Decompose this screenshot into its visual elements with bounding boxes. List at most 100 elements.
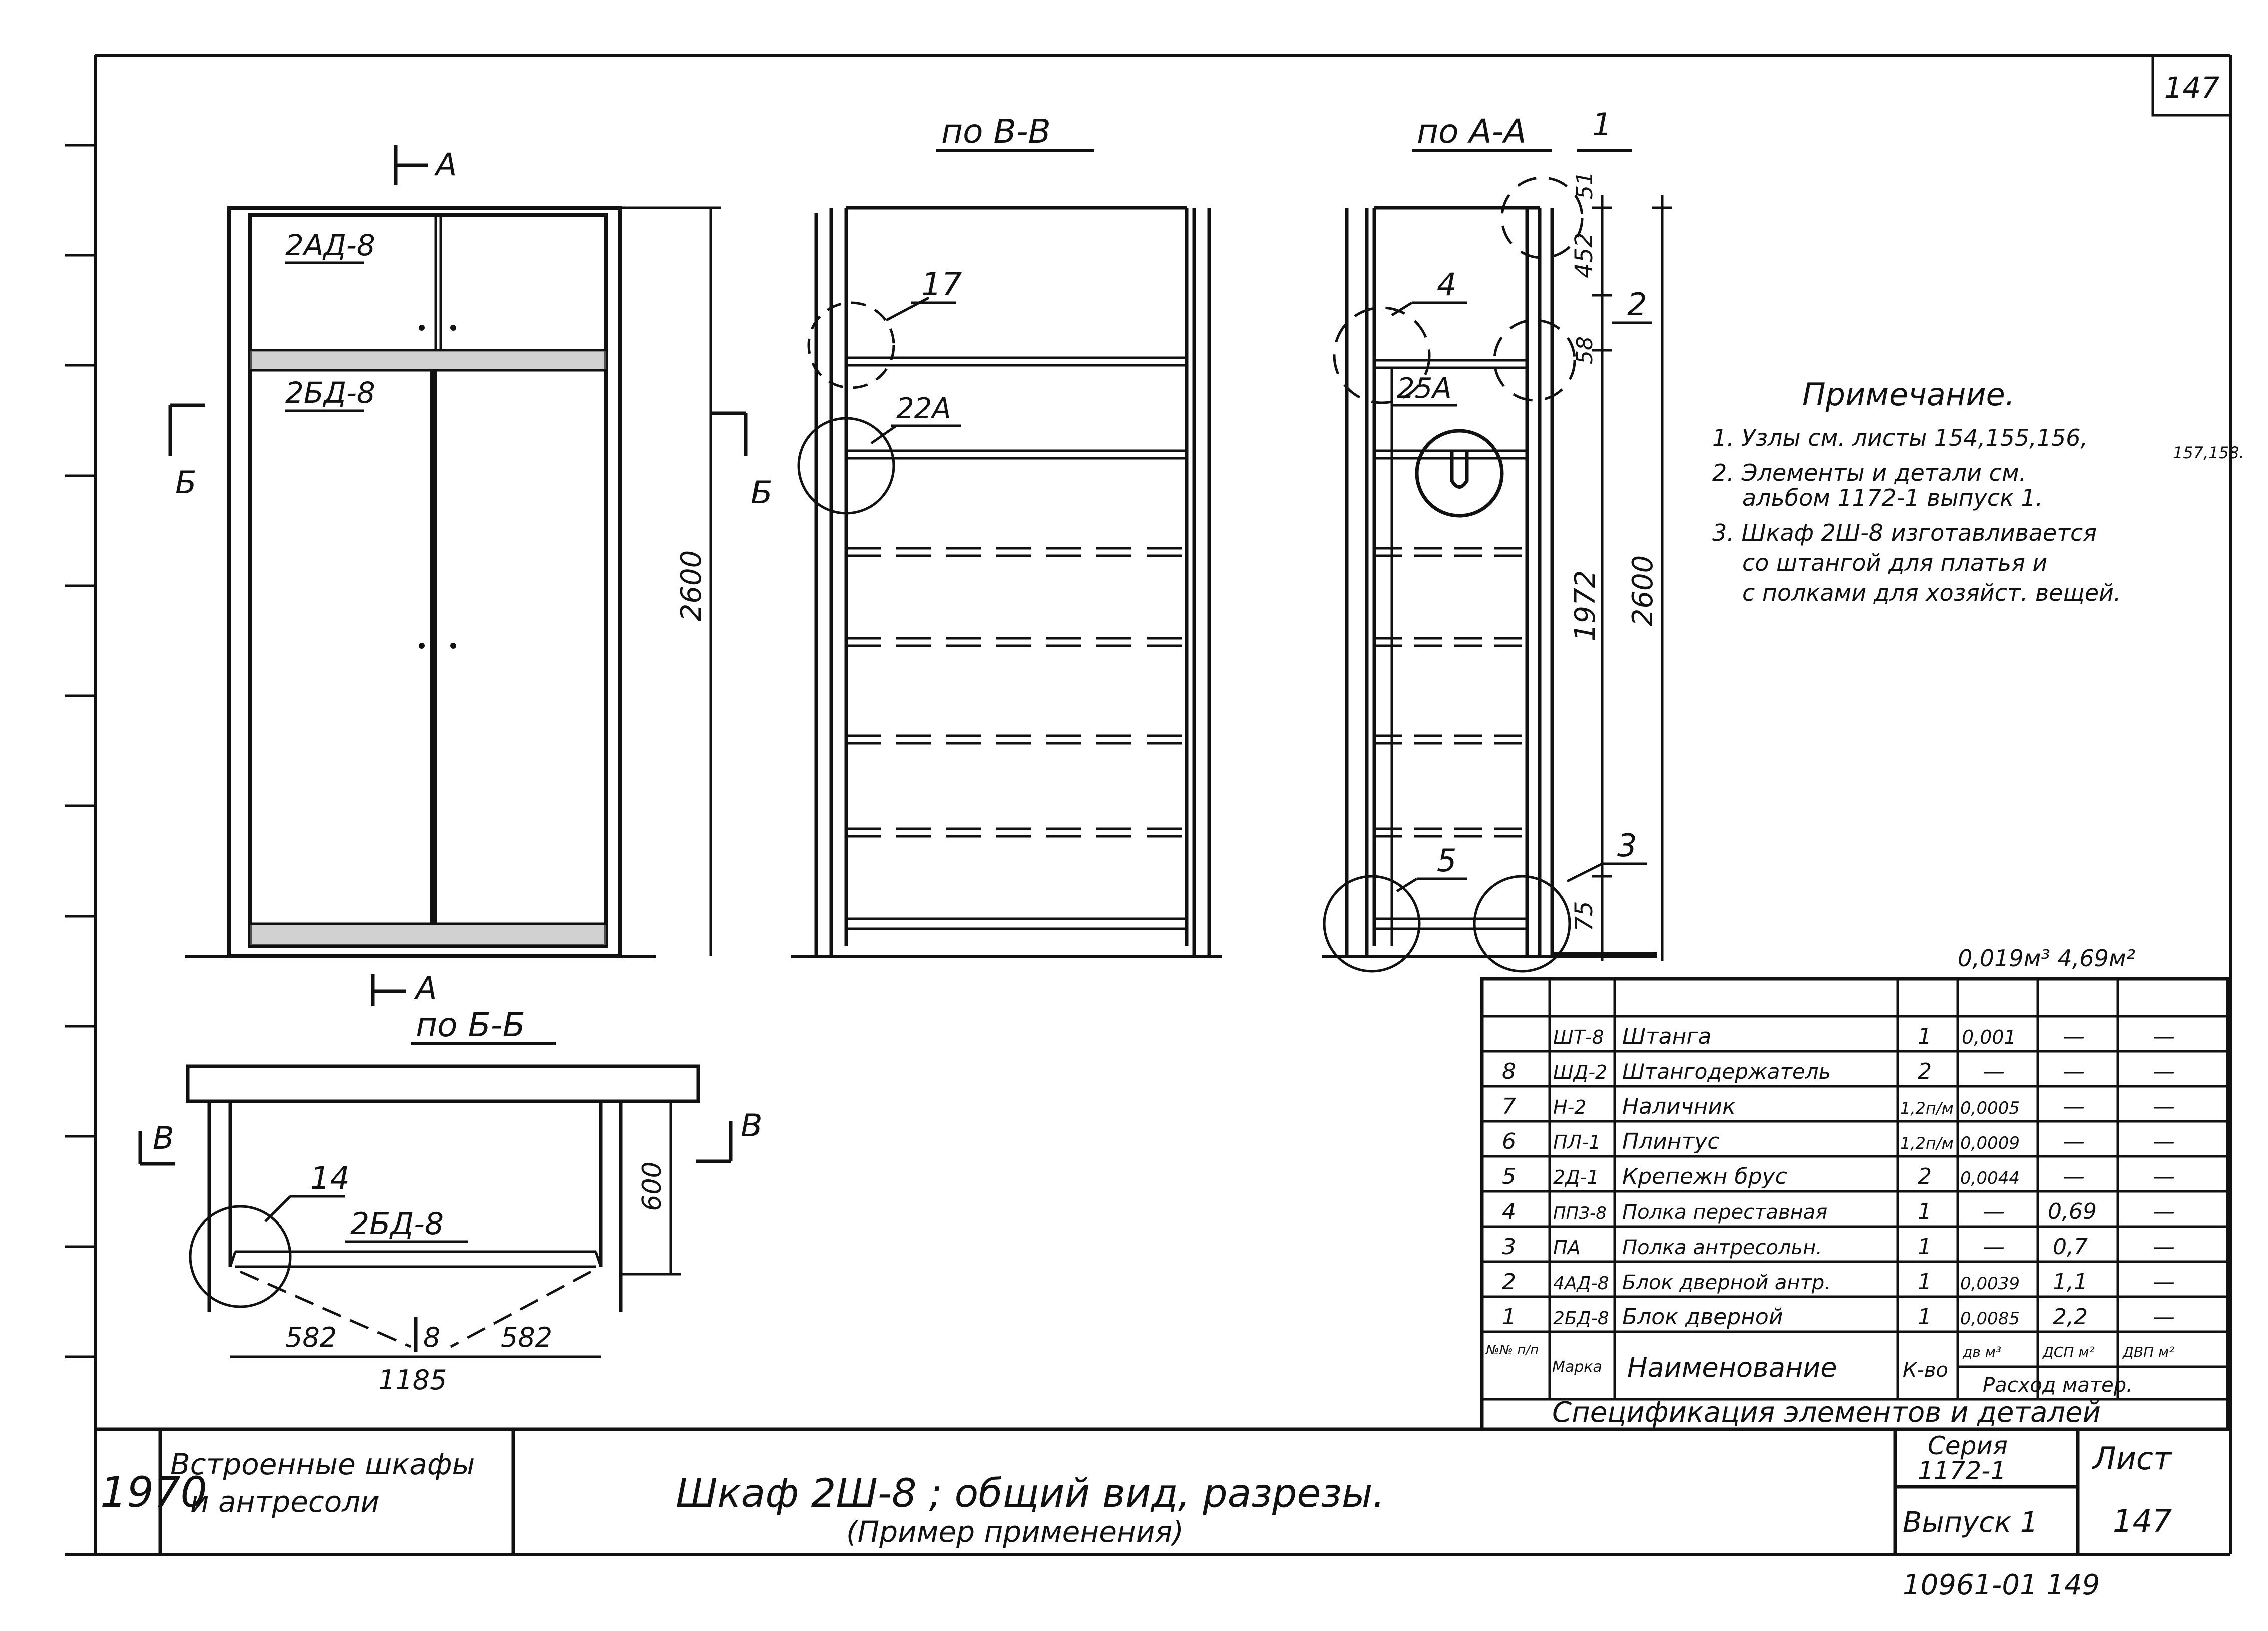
row-num: 4 [1502, 1199, 1516, 1225]
callout-1: 1 [1592, 106, 1612, 143]
row-num: 1 [1502, 1304, 1516, 1330]
row-c2: — [2063, 1059, 2085, 1084]
row-c3: — [2153, 1024, 2175, 1049]
label-22a: 22А [896, 392, 951, 425]
plan-left-dim: 582 [285, 1322, 337, 1353]
section-aa: по А-А 1 [1322, 106, 1672, 973]
label-25a: 25А [1397, 372, 1452, 405]
row-name: Наличник [1622, 1094, 1736, 1119]
row-c3: — [2153, 1164, 2175, 1189]
row-qty: 1 [1918, 1269, 1932, 1295]
spec-header-mark: Марка [1552, 1358, 1602, 1376]
row-c1: 0,0005 [1960, 1098, 2020, 1118]
row-mark: Н-2 [1553, 1096, 1586, 1118]
row-qty: 1 [1918, 1024, 1932, 1049]
note-line-5: 3. Шкаф 2Ш-8 изготавливается [1712, 519, 2097, 546]
note-line-3: 2. Элементы и детали см. [1712, 459, 2026, 486]
row-c3: — [2153, 1269, 2175, 1295]
notes-block: Примечание. 1. Узлы см. листы 154,155,15… [1712, 376, 2244, 606]
archive-stamp: 10961-01 149 [1903, 1569, 2100, 1601]
spec-header-c3: ДВП м² [2122, 1344, 2174, 1360]
section-vv-shelves [846, 547, 1187, 838]
table-row: 8 ШД-2 Штангодержатель 2 — — — [1502, 1059, 2175, 1084]
row-c2: — [2063, 1164, 2085, 1189]
row-num: 5 [1502, 1164, 1516, 1189]
section-vv-title: по В-В [941, 112, 1051, 151]
plan-right-dim: 582 [501, 1322, 552, 1353]
note-line-2: 157,158. [2173, 443, 2244, 462]
spec-header-qty: К-во [1903, 1359, 1948, 1382]
sheet-label: Лист [2092, 1440, 2172, 1477]
plan-depth-dim: 600 [637, 1161, 667, 1211]
row-qty: 1 [1918, 1199, 1932, 1225]
title-main: Шкаф 2Ш-8 ; общий вид, разрезы. [676, 1471, 1385, 1516]
section-bb-title: по Б-Б [416, 1006, 525, 1044]
row-c2: 0,7 [2053, 1234, 2088, 1260]
callout-14: 14 [310, 1160, 350, 1196]
row-c3: — [2153, 1129, 2175, 1154]
row-num: 6 [1502, 1129, 1516, 1154]
callout-3: 3 [1617, 827, 1637, 864]
table-row: 1 2БД-8 Блок дверной 1 0,0085 2,2 — [1502, 1304, 2175, 1330]
row-name: Блок дверной [1622, 1304, 1783, 1330]
corner-sheet-number: 147 [2151, 55, 2230, 117]
row-name: Полка антресольн. [1622, 1236, 1822, 1259]
row-qty: 1,2п/м [1900, 1134, 1954, 1153]
row-c1: 0,0085 [1960, 1309, 2020, 1329]
issue-value: Выпуск 1 [1903, 1506, 2038, 1539]
row-name: Штангодержатель [1622, 1059, 1831, 1084]
title-year: 1970 [100, 1468, 207, 1517]
cut-mark-v-right: В [741, 1107, 763, 1144]
front-height-dim: 2600 [675, 550, 708, 622]
sheet-value: 147 [2113, 1503, 2172, 1539]
row-mark: ПА [1553, 1237, 1581, 1259]
row-c3: — [2153, 1094, 2175, 1119]
row-c2: — [2063, 1094, 2085, 1119]
row-c1: — [1983, 1059, 2005, 1084]
row-c2: 0,69 [2048, 1199, 2097, 1225]
dim-2600: 2600 [1627, 555, 1659, 627]
note-line-6: со штангой для платья и [1742, 549, 2047, 576]
table-row: 6 ПЛ-1 Плинтус 1,2п/м 0,0009 — — [1502, 1129, 2175, 1154]
dim-51: 51 [1572, 171, 1598, 199]
row-qty: 1 [1918, 1234, 1932, 1260]
series-label: Серия [1928, 1431, 2008, 1460]
row-mark: ШД-2 [1553, 1061, 1607, 1083]
row-c3: — [2153, 1199, 2175, 1225]
row-c1: — [1983, 1234, 2005, 1260]
upper-door-label: 2АД-8 [285, 228, 375, 262]
spec-rows: ШТ-8 Штанга 1 0,001 — — 8 ШД-2 Штангодер… [1502, 1024, 2175, 1330]
row-c1: 0,001 [1962, 1026, 2016, 1048]
row-name: Штанга [1622, 1024, 1712, 1049]
table-row: 7 Н-2 Наличник 1,2п/м 0,0005 — — [1502, 1094, 2175, 1119]
plan-total-dim: 1185 [378, 1364, 447, 1396]
plan-door-label: 2БД-8 [350, 1206, 444, 1242]
row-c1: 0,0009 [1960, 1133, 2020, 1153]
title-subtitle: (Пример применения) [846, 1515, 1184, 1549]
title-block: 1970 Встроенные шкафы и антресоли Шкаф 2… [95, 1427, 2230, 1554]
dim-1972: 1972 [1569, 570, 1602, 642]
spec-header-consumption: Расход матер. [1983, 1374, 2133, 1397]
note-line-4: альбом 1172-1 выпуск 1. [1742, 484, 2043, 511]
section-aa-title: по А-А [1417, 112, 1527, 151]
title-org-line2: и антресоли [190, 1485, 380, 1519]
left-margin-ticks [65, 144, 95, 1358]
series-value: 1172-1 [1918, 1456, 2006, 1485]
front-view: 2АД-8 2БД-8 2600 А А Б [168, 145, 721, 1006]
row-c3: — [2153, 1059, 2175, 1084]
row-qty: 1 [1918, 1304, 1932, 1330]
callout-2: 2 [1627, 286, 1647, 323]
cut-mark-a-top: А [434, 146, 457, 183]
row-mark: ШТ-8 [1553, 1026, 1604, 1048]
row-name: Плинтус [1622, 1129, 1719, 1154]
lower-door-label: 2БД-8 [285, 376, 375, 410]
row-qty: 2 [1918, 1164, 1932, 1189]
note-line-1: 1. Узлы см. листы 154,155,156, [1712, 424, 2088, 451]
table-row: ШТ-8 Штанга 1 0,001 — — [1553, 1024, 2175, 1049]
section-vv: по В-В [711, 112, 1222, 958]
row-c3: — [2153, 1234, 2175, 1260]
section-aa-shelves [1374, 547, 1527, 838]
spec-header-c1: дв м³ [1962, 1344, 2001, 1360]
front-handles [419, 325, 456, 649]
table-row: 3 ПА Полка антресольн. 1 — 0,7 — [1502, 1234, 2175, 1260]
